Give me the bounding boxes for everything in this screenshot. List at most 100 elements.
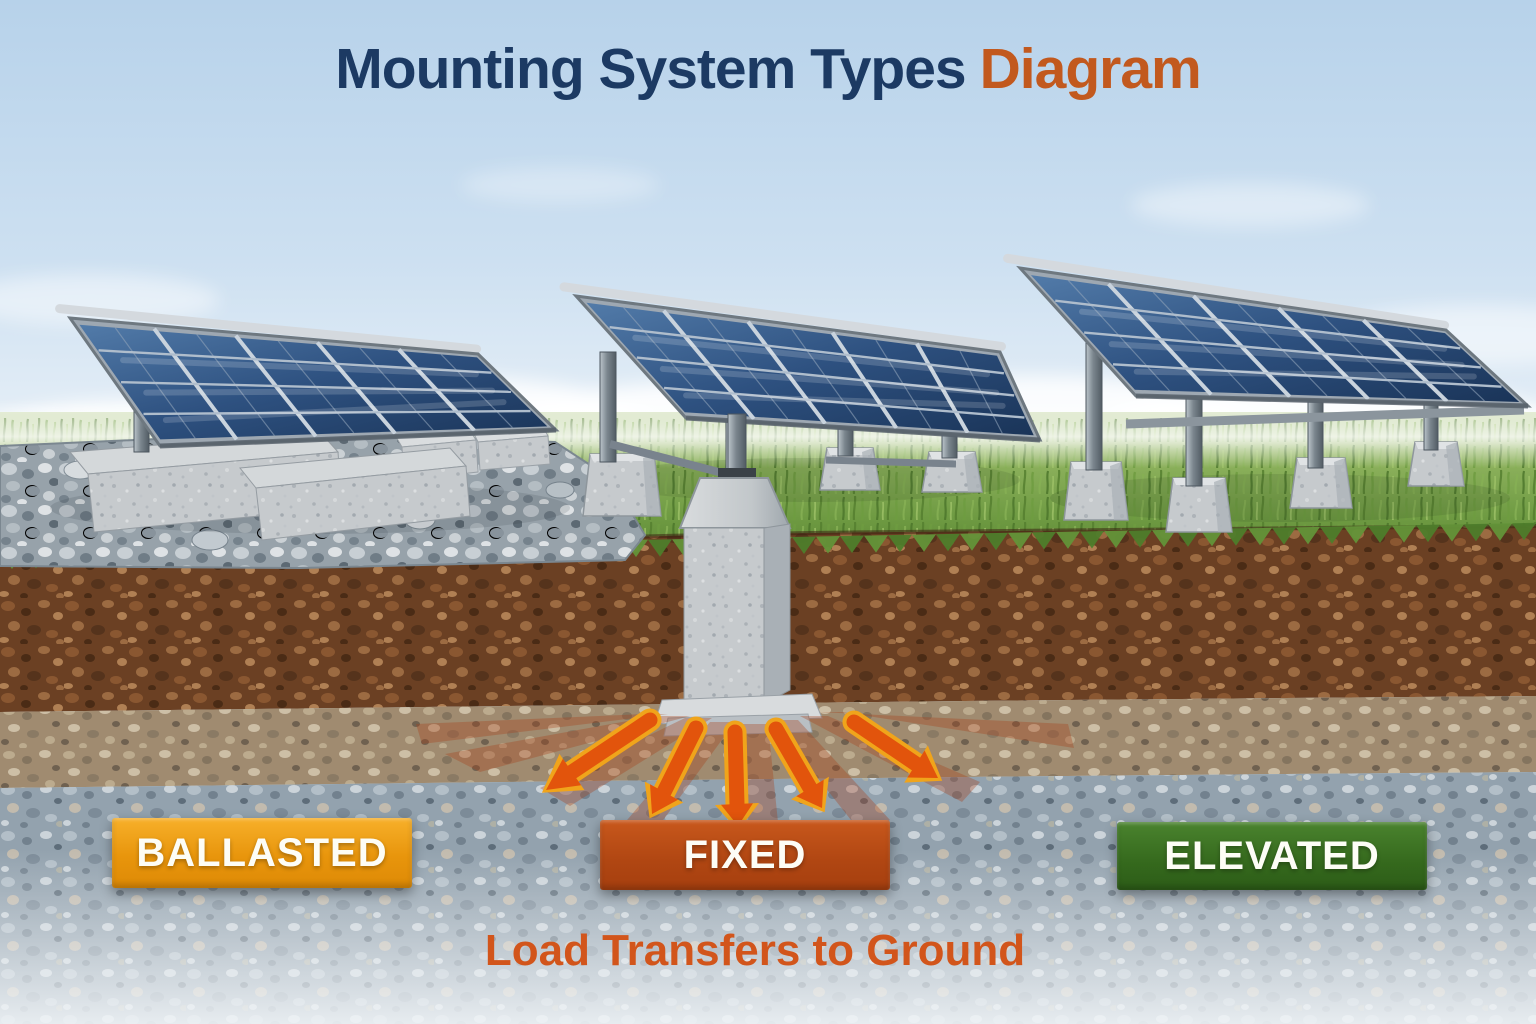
grass-tuft [1320, 526, 1344, 544]
load-wedge [540, 718, 712, 806]
grass-tuft [1416, 524, 1440, 543]
pier-shaft-front [683, 527, 765, 705]
grass-tuft [1248, 527, 1272, 546]
panel-back-rail [1003, 253, 1450, 330]
panel-reflection [120, 357, 479, 378]
panel-reflection [632, 334, 991, 378]
load-wedge [772, 720, 890, 834]
grass-tuft [960, 533, 984, 551]
footing-shade [1110, 462, 1128, 520]
concrete-pier [653, 413, 823, 737]
brace-beam [825, 456, 957, 468]
grass-tuft [1440, 524, 1464, 542]
load-arrows [541, 708, 943, 831]
grass-tuft [1296, 526, 1320, 545]
load-arrow [727, 724, 745, 812]
load-arrow [768, 721, 818, 796]
elevated-footings [1063, 441, 1465, 533]
load-arrow [846, 714, 924, 772]
panel-front-edge [159, 427, 557, 449]
solar-panel-fixed [559, 282, 1043, 443]
stone [191, 529, 229, 551]
grass-tuft [864, 535, 888, 553]
support-post [599, 351, 617, 463]
grass-tuft [1464, 523, 1488, 542]
panel-row-line [663, 386, 1025, 419]
load-wedge [742, 724, 780, 846]
grass-tuft [1344, 526, 1368, 544]
load-arrow [564, 712, 658, 780]
cloud [1130, 183, 1370, 227]
panel-glass [1030, 275, 1520, 402]
load-arrow [721, 803, 753, 826]
grass-tuft [1488, 523, 1512, 541]
panel-row-line [609, 326, 1005, 375]
grass-tuft [1512, 522, 1536, 541]
load-arrow [650, 784, 678, 814]
support-rail [1125, 405, 1525, 429]
grass-tuft [936, 533, 960, 552]
footing-shade [1214, 478, 1232, 532]
ballast-beam-front [255, 465, 471, 541]
grass-tuft [1128, 530, 1152, 548]
grass-tuft [1104, 530, 1128, 548]
panel-reflection [1133, 368, 1477, 380]
grass-tuft [1152, 529, 1176, 548]
title-accent: Diagram [979, 37, 1202, 101]
panel-back-rail [559, 282, 1006, 351]
cloud [460, 167, 660, 203]
array-shadow [1050, 474, 1510, 522]
panel-row-line [143, 409, 531, 416]
load-arrow [546, 758, 582, 790]
grass-tuft [648, 539, 672, 557]
subsoil-layer [0, 696, 1536, 788]
grass-tuft [912, 534, 936, 552]
stone [545, 481, 575, 499]
panel-row-line [1112, 363, 1502, 388]
panel-reflection [1079, 308, 1448, 352]
panel-row-line [121, 380, 511, 394]
footing-shade [643, 454, 661, 516]
grass-tuft [1056, 531, 1080, 549]
load-arrow [796, 779, 824, 808]
grass-tuft [1032, 531, 1056, 550]
footing-shade [964, 452, 982, 492]
solar-panel-ballasted [55, 304, 560, 449]
pier-post [727, 413, 747, 473]
panel-row-line [1084, 331, 1481, 369]
title-main: Mounting System Types [335, 37, 966, 101]
panel-row-line [1055, 299, 1461, 350]
grass-tuft [1368, 525, 1392, 543]
grass-tuft [792, 536, 816, 554]
panel-row-line [98, 349, 492, 374]
panel-row-line [636, 356, 1015, 397]
load-arrow [656, 720, 704, 800]
panel-reflection [143, 387, 496, 396]
panel-back-rail [55, 304, 482, 354]
support-post [1185, 397, 1203, 487]
solar-panel-elevated [1003, 253, 1532, 409]
grass-tuft [1272, 527, 1296, 545]
cloud [0, 274, 220, 326]
grass-tuft [1080, 531, 1104, 549]
label-ballasted: BALLASTED [112, 818, 412, 888]
panel-reflection [162, 399, 507, 424]
elevated-array [1003, 253, 1532, 533]
grass-tuft [1176, 529, 1200, 547]
footing-shade [1334, 458, 1352, 508]
label-elevated: ELEVATED [1117, 822, 1427, 890]
panel-reflection [1108, 341, 1465, 369]
panel-reflection [683, 392, 1006, 409]
label-fixed: FIXED [600, 820, 890, 890]
ballast-block-front [477, 435, 551, 471]
load-wedge [818, 712, 1074, 748]
ballasted-array [55, 304, 560, 541]
grass-tuft [1008, 532, 1032, 550]
load-wedge [416, 714, 668, 744]
footing-shade [1446, 442, 1464, 486]
grass-tuft [888, 534, 912, 553]
panel-front-edge [1135, 393, 1529, 409]
